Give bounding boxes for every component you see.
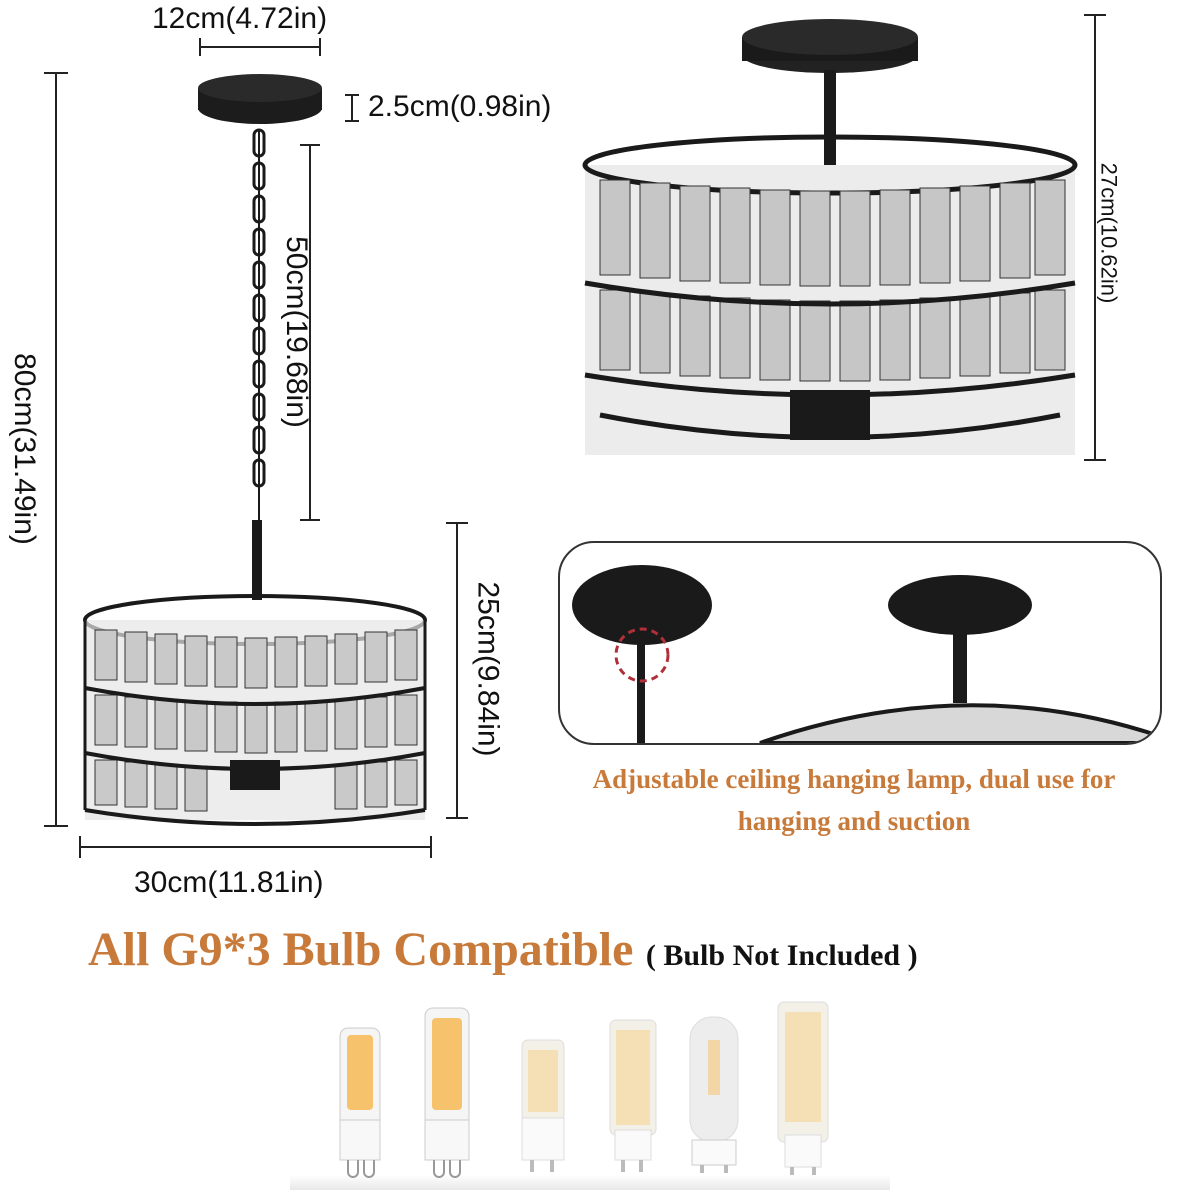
shade-width-label: 30cm(11.81in): [134, 866, 324, 899]
dim-tick: [199, 38, 201, 56]
dim-tick: [319, 38, 321, 56]
g9-cob-bulb-tall-icon: [424, 1007, 470, 1178]
semi-flush-height-line: [1094, 14, 1096, 460]
mounting-callout-text: Adjustable ceiling hanging lamp, dual us…: [520, 758, 1188, 842]
dim-tick: [430, 836, 432, 858]
dim-tick: [300, 519, 320, 521]
callout-line-2: hanging and suction: [737, 806, 971, 836]
canopy-height-line: [351, 94, 353, 122]
dim-tick: [345, 120, 359, 122]
g9-led-short-icon: [521, 1039, 565, 1172]
g9-led-medium-icon: [609, 1019, 657, 1172]
mounting-detail-panel: [558, 541, 1162, 745]
canopy-width-line: [200, 46, 320, 48]
dim-tick: [446, 817, 468, 819]
canopy-width-label: 12cm(4.72in): [152, 2, 328, 35]
canopy-height-label: 2.5cm(0.98in): [368, 90, 552, 123]
semi-flush-fixture-icon: [582, 19, 1078, 455]
total-height-line: [55, 72, 57, 826]
shade-width-line: [79, 846, 431, 848]
bulb-compat-heading: All G9*3 Bulb Compatible ( Bulb Not Incl…: [88, 922, 918, 977]
total-height-label: 80cm(31.49in): [7, 353, 41, 545]
semi-flush-height-label: 27cm(10.62in): [1096, 162, 1122, 304]
bulb-not-included-note: ( Bulb Not Included ): [645, 939, 918, 972]
g9-led-tall-icon: [777, 1001, 829, 1175]
shade-height-label: 25cm(9.84in): [471, 581, 505, 757]
g9-cob-bulb-icon: [339, 1027, 381, 1178]
bulb-compat-title: All G9*3 Bulb Compatible: [88, 923, 634, 976]
g9-bulbs-row: [290, 1001, 890, 1190]
g9-frosted-icon: [689, 1016, 739, 1173]
shade-height-line: [456, 522, 458, 818]
dim-tick: [1084, 459, 1106, 461]
crystal-shade-icon: [83, 520, 427, 826]
chain-length-line: [309, 144, 311, 520]
dim-tick: [44, 825, 68, 827]
chain-length-label: 50cm(19.68in): [279, 236, 313, 428]
mounting-detail-icon: [572, 565, 1152, 743]
canopy-icon: [198, 74, 322, 124]
callout-line-1: Adjustable ceiling hanging lamp, dual us…: [592, 764, 1116, 794]
chain-icon: [252, 128, 266, 525]
